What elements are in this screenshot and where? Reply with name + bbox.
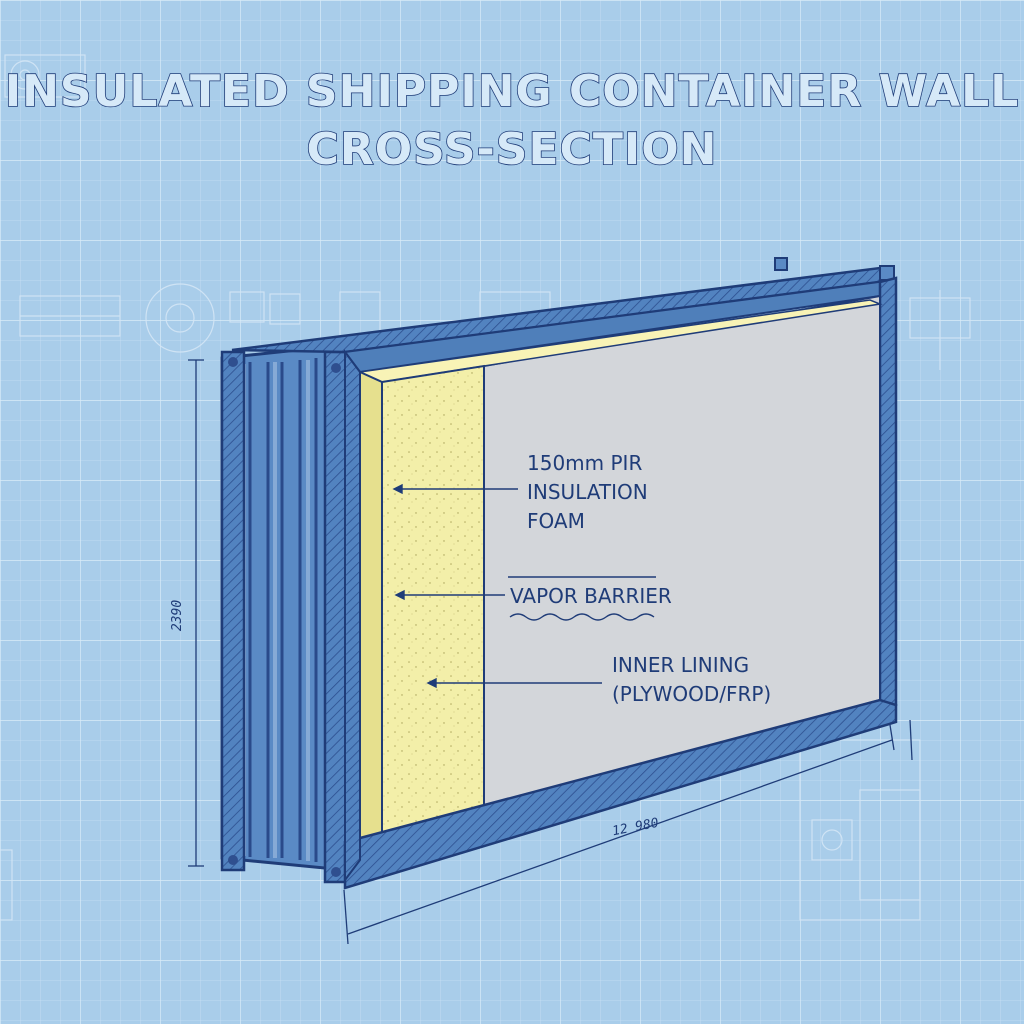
insulation-callout: 150mm PIR INSULATION FOAM: [527, 451, 648, 533]
end-frame: [878, 276, 898, 714]
vapor-barrier-callout: VAPOR BARRIER: [510, 584, 672, 608]
corrugated-steel-wall: [220, 343, 349, 884]
insulation-foam: [381, 364, 485, 844]
dimension-lines: [188, 359, 913, 945]
diagram-title: INSULATED SHIPPING CONTAINER WALL: [4, 65, 1020, 118]
diagram-subtitle: CROSS-SECTION: [306, 123, 718, 176]
interior-frame-strip: [344, 349, 361, 883]
height-dimension-label: 2390: [170, 599, 186, 632]
leader-lines: [392, 483, 656, 689]
vapor-barrier-layer: [359, 370, 383, 844]
background-sketches: [0, 54, 971, 921]
inner-lining-callout: INNER LINING (PLYWOOD/FRP): [612, 653, 772, 706]
